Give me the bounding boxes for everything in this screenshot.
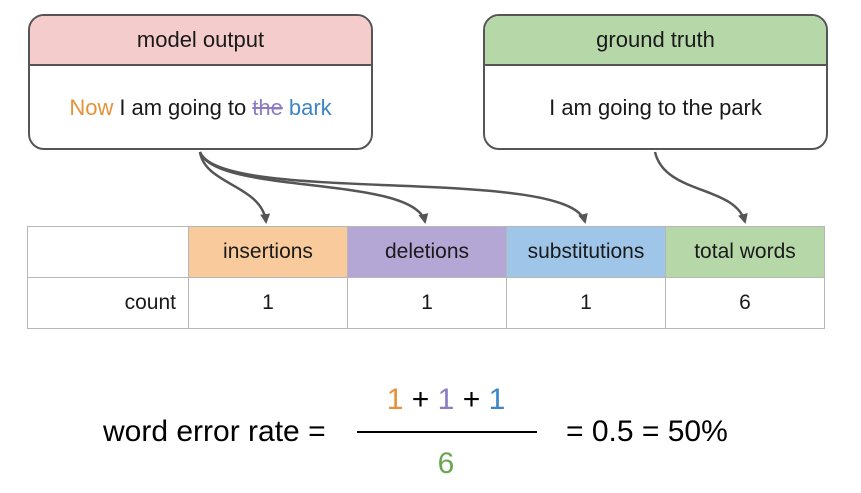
- row-label-count: count: [27, 277, 189, 329]
- header-deletions: deletions: [347, 226, 507, 278]
- numerator-substitutions: 1: [488, 383, 506, 416]
- plus-sign: +: [462, 383, 481, 416]
- ground-truth-sentence: I am going to the park: [549, 95, 762, 120]
- arrow-to-insertions: [198, 151, 271, 224]
- word-deletion: the: [252, 95, 283, 120]
- word: am: [131, 95, 163, 120]
- model-output-sentence: Now I am going to the bark: [30, 66, 371, 148]
- word: I: [119, 95, 126, 120]
- plus-sign: +: [411, 383, 430, 416]
- arrow-to-substitutions: [198, 151, 588, 224]
- ground-truth-title: ground truth: [485, 16, 826, 66]
- header-insertions: insertions: [188, 226, 348, 278]
- model-output-card: model output Now I am going to the bark: [28, 14, 373, 150]
- count-total-words: 6: [665, 277, 825, 329]
- numerator-deletions: 1: [437, 383, 455, 416]
- fraction-bar: [357, 431, 537, 433]
- table-corner-cell: [27, 226, 189, 278]
- error-count-table: insertions deletions substitutions total…: [27, 226, 825, 329]
- numerator-insertions: 1: [386, 383, 404, 416]
- fraction-numerator: 1 + 1 + 1: [356, 383, 536, 417]
- count-insertions: 1: [188, 277, 348, 329]
- wer-result: = 0.5 = 50%: [566, 415, 728, 448]
- count-deletions: 1: [347, 277, 507, 329]
- header-total-words: total words: [665, 226, 825, 278]
- table-header-row: insertions deletions substitutions total…: [27, 226, 825, 278]
- model-output-title: model output: [30, 16, 371, 66]
- fraction-denominator: 6: [437, 447, 455, 480]
- word-insertion: Now: [69, 95, 114, 120]
- header-substitutions: substitutions: [506, 226, 666, 278]
- wer-label: word error rate =: [103, 415, 326, 448]
- word: to: [227, 95, 247, 120]
- word-substitution: bark: [288, 95, 332, 120]
- count-substitutions: 1: [506, 277, 666, 329]
- word: going: [168, 95, 222, 120]
- table-row: count 1 1 1 6: [27, 277, 825, 329]
- ground-truth-card: ground truth I am going to the park: [483, 14, 828, 150]
- arrow-to-total-words: [653, 151, 748, 224]
